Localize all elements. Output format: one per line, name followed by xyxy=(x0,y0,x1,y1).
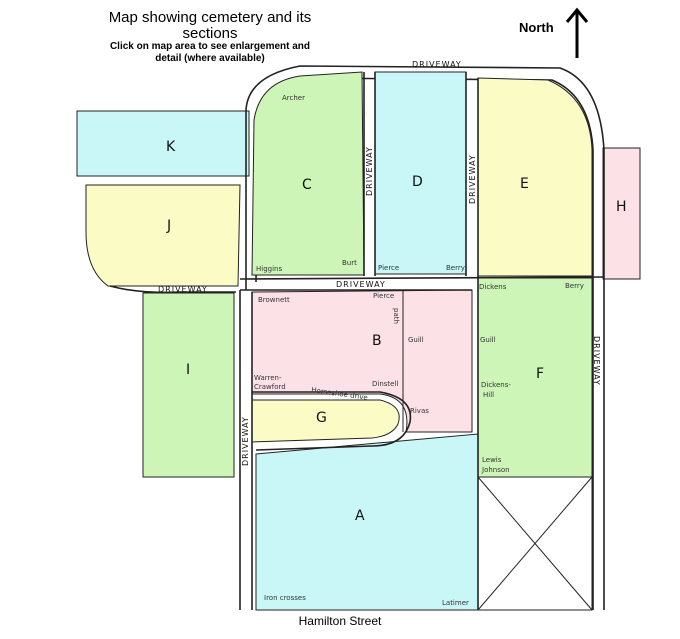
driveway-label-sw: DRIVEWAY xyxy=(241,416,250,466)
section-i[interactable]: I xyxy=(142,292,235,478)
annotation-dickens-hill-2: Hill xyxy=(483,391,494,399)
driveway-label-de: DRIVEWAY xyxy=(468,154,477,204)
annotation-pierce-b: Pierce xyxy=(373,292,394,300)
annotation-iron-crosses: Iron crosses xyxy=(264,594,306,602)
section-h[interactable]: H xyxy=(602,147,641,280)
annotation-berry-d: Berry xyxy=(446,264,465,272)
driveway-label-middle: DRIVEWAY xyxy=(336,280,386,289)
annotation-latimer: Latimer xyxy=(442,599,469,607)
section-c-label: C xyxy=(302,177,312,193)
section-k[interactable]: K xyxy=(76,110,250,177)
section-c[interactable]: C xyxy=(251,71,365,276)
annotation-higgins: Higgins xyxy=(256,265,282,273)
path-label: path xyxy=(392,308,400,324)
section-h-label: H xyxy=(616,199,627,215)
section-e[interactable]: E xyxy=(477,77,593,277)
section-f[interactable]: F xyxy=(477,277,593,478)
driveway-label-west: DRIVEWAY xyxy=(158,285,208,294)
street-label: Hamilton Street xyxy=(298,614,382,628)
section-e-label: E xyxy=(520,176,529,192)
annotation-burt: Burt xyxy=(342,259,357,267)
driveway-label-top: DRIVEWAY xyxy=(412,60,462,69)
annotation-dinstell: Dinstell xyxy=(372,380,398,388)
map-title: Map showing cemetery and its sections xyxy=(108,9,312,42)
section-b-label: B xyxy=(372,333,382,349)
annotation-dickens: Dickens xyxy=(479,283,507,291)
section-j[interactable]: J xyxy=(85,184,241,287)
annotation-brownett: Brownett xyxy=(258,296,290,304)
section-a[interactable]: A xyxy=(255,433,479,611)
annotation-crawford: Crawford xyxy=(254,383,286,391)
annotation-rivas: Rivas xyxy=(410,407,429,415)
annotation-johnson: Johnson xyxy=(481,466,510,474)
driveway-label-cd: DRIVEWAY xyxy=(365,146,374,196)
section-d-label: D xyxy=(412,174,423,190)
section-k-label: K xyxy=(166,139,176,155)
section-g-label: G xyxy=(316,410,327,426)
annotation-dickens-hill-1: Dickens- xyxy=(481,381,511,389)
annotation-lewis: Lewis xyxy=(482,456,502,464)
crossed-plot xyxy=(477,476,593,611)
section-d[interactable]: D xyxy=(374,71,467,275)
section-i-label: I xyxy=(186,362,190,378)
north-arrow-icon xyxy=(565,7,589,58)
section-b[interactable]: B xyxy=(251,289,473,433)
section-f-label: F xyxy=(536,366,544,382)
annotation-berry-f: Berry xyxy=(565,282,584,290)
map-subtitle: Click on map area to see enlargement and… xyxy=(109,41,311,64)
driveway-label-east: DRIVEWAY xyxy=(592,336,601,386)
annotation-guill-f: Guill xyxy=(480,336,496,344)
annotation-archer: Archer xyxy=(282,94,305,102)
section-a-label: A xyxy=(355,508,365,524)
section-j-label: J xyxy=(166,218,171,234)
annotation-pierce-d: Pierce xyxy=(378,264,399,272)
annotation-warren: Warren- xyxy=(254,374,282,382)
section-g[interactable]: G xyxy=(251,399,400,443)
north-label: North xyxy=(519,20,554,35)
annotation-guill-b: Guill xyxy=(408,336,424,344)
